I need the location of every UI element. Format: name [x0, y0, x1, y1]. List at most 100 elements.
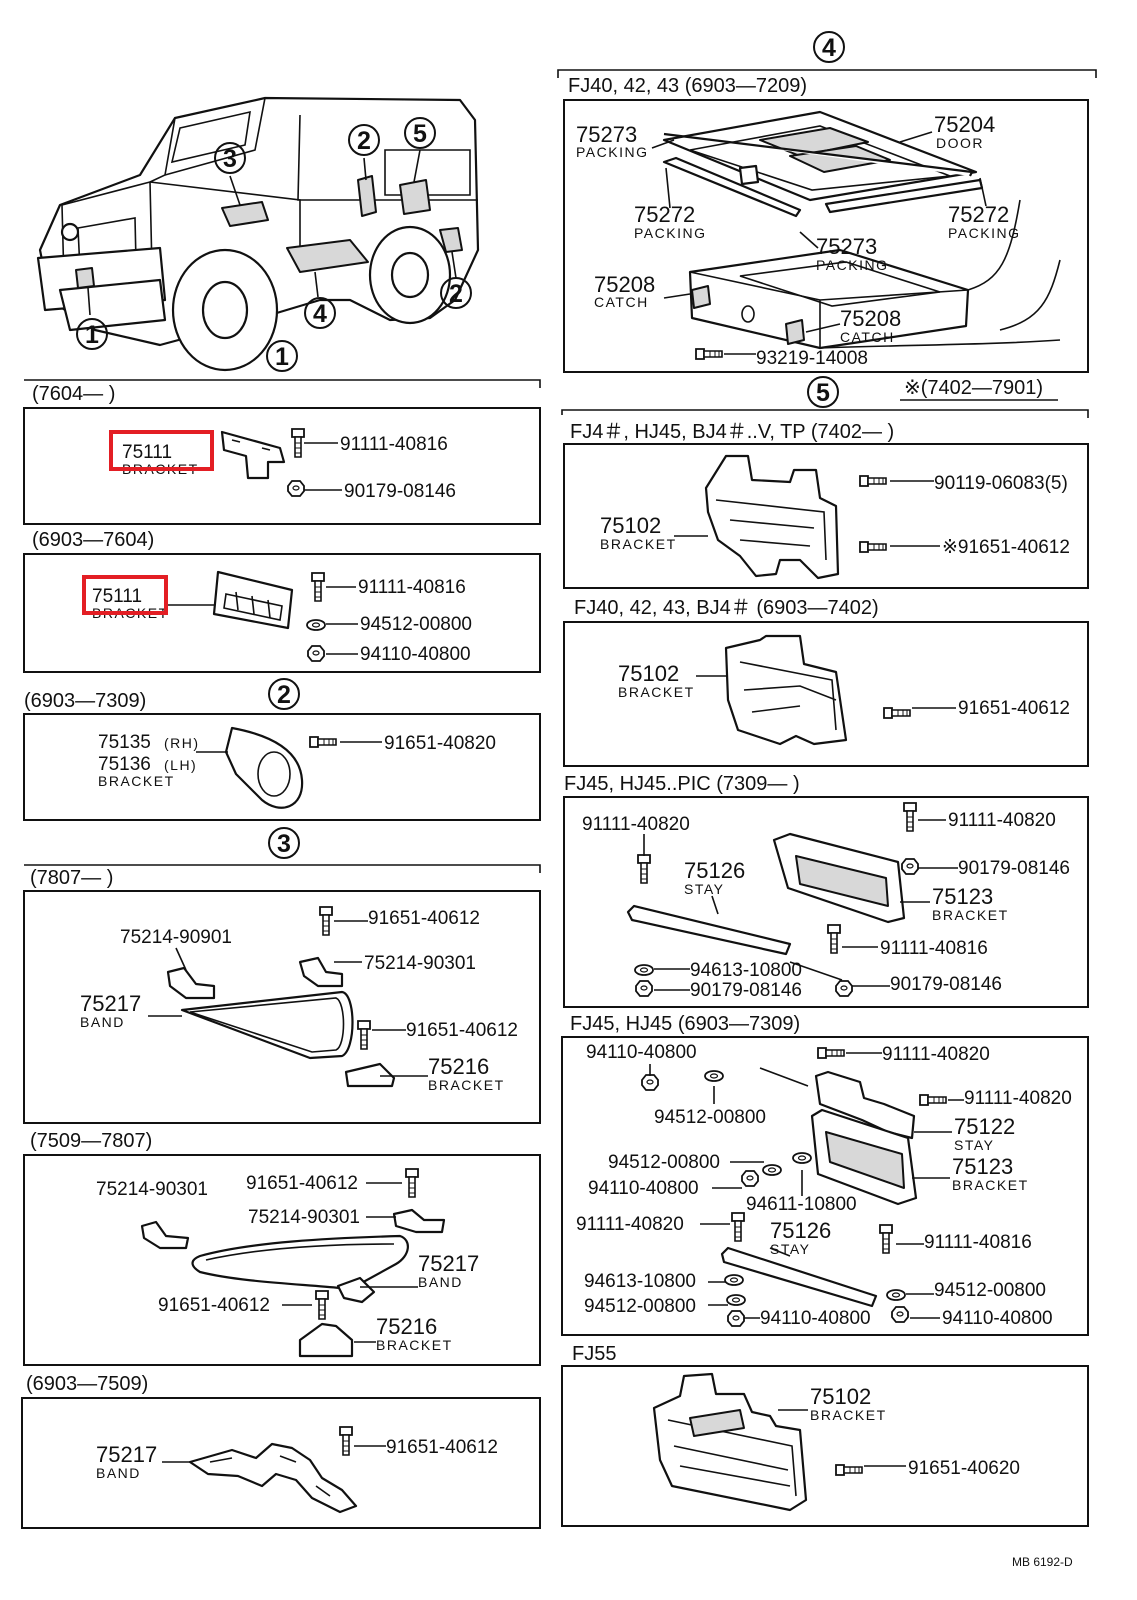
part-number-75122: 75122 — [954, 1114, 1015, 1139]
part-number-75214-90301: 75214-90301 — [364, 953, 476, 974]
part-label-door: DOOR — [936, 135, 984, 151]
part-label-bracket: BRACKET — [600, 536, 677, 552]
svg-text:4: 4 — [313, 300, 327, 328]
section-5e: FJ55 75102 BRACKET 91651-40620 — [572, 1343, 1020, 1512]
part-number-91111-40820-left: 91111-40820 — [576, 1214, 684, 1235]
part-number-75136: 75136 — [98, 754, 151, 775]
part-label-bracket: BRACKET — [98, 773, 175, 789]
part-number-91651-40612-top: 91651-40612 — [246, 1173, 358, 1194]
part-number-91651-40620: 91651-40620 — [908, 1458, 1020, 1479]
part-number-91651-40820: 91651-40820 — [384, 733, 496, 754]
svg-text:4: 4 — [822, 34, 836, 62]
svg-text:5: 5 — [413, 120, 427, 148]
part-number-75214-90901: 75214-90901 — [120, 927, 232, 948]
section-header: FJ4＃, HJ45, BJ4＃..V, TP (7402— ) — [570, 421, 894, 443]
part-number-91111-40816: 91111-40816 — [880, 938, 988, 959]
part-number-90179-08146-left: 90179-08146 — [690, 980, 802, 1001]
part-number-91111-40820-left: 91111-40820 — [582, 814, 690, 835]
part-number-94613-10800: 94613-10800 — [690, 960, 802, 981]
section-1b: (6903—7604) 75111 BRACKET 91111-40816 94… — [32, 529, 472, 665]
part-number-75217: 75217 — [418, 1251, 479, 1276]
part-number-75272-b: 75272 — [948, 202, 1009, 227]
section-mark-2: 2 — [268, 678, 300, 710]
part-label-band: BAND — [96, 1465, 141, 1481]
part-label-stay: STAY — [684, 881, 725, 897]
part-label-catch-a: CATCH — [594, 294, 649, 310]
range-label: (6903—7309) — [24, 690, 146, 712]
part-number-75102: 75102 — [810, 1384, 871, 1409]
part-number-75216: 75216 — [428, 1054, 489, 1079]
section-5a: FJ4＃, HJ45, BJ4＃..V, TP (7402— ) 75102 B… — [570, 421, 1070, 580]
part-number-94110-40800-bottom: 94110-40800 — [760, 1308, 871, 1329]
part-number-94512-00800: 94512-00800 — [360, 614, 472, 635]
part-label-band: BAND — [80, 1014, 125, 1030]
part-number-75102: 75102 — [600, 513, 661, 538]
section-header: FJ40, 42, 43, BJ4＃ (6903—7402) — [574, 597, 879, 619]
section-mark-4: 4 — [813, 31, 845, 63]
part-number-94512-00800-right: 94512-00800 — [934, 1280, 1046, 1301]
part-number-94512-00800-left: 94512-00800 — [608, 1152, 720, 1173]
part-label-stay-b: STAY — [770, 1241, 811, 1257]
part-number-75216: 75216 — [376, 1314, 437, 1339]
part-label-stay-a: STAY — [954, 1137, 995, 1153]
part-number-91111-40816: 91111-40816 — [358, 577, 466, 598]
vehicle-illustration — [36, 96, 480, 372]
svg-text:3: 3 — [223, 145, 237, 173]
vehicle-callout-2-rear: 2 — [440, 277, 472, 309]
range-label: (7604— ) — [32, 383, 115, 405]
part-label-bracket: BRACKET — [952, 1177, 1029, 1193]
section-mark-1: 1 — [266, 340, 298, 372]
vehicle-callout-4: 4 — [304, 297, 336, 329]
drawing-id: MB 6192-D — [1012, 1555, 1073, 1569]
section-2: (6903—7309) 75135 (RH) 75136 (LH) BRACKE… — [24, 690, 496, 809]
section-3c: (6903—7509) 75217 BAND 91651-40612 — [26, 1373, 498, 1514]
part-label-bracket: BRACKET — [932, 907, 1009, 923]
part-number-75214-90301-right: 75214-90301 — [248, 1207, 360, 1228]
section-4: FJ40, 42, 43 (6903—7209) 75273 PACKING 7… — [568, 75, 1061, 369]
svg-text:3: 3 — [277, 830, 291, 858]
part-number-91651-40612-low: 91651-40612 — [406, 1020, 518, 1041]
section-3a: (7807— ) 75214-90901 75214-90301 91651-4… — [30, 867, 518, 1093]
part-number-75217: 75217 — [96, 1442, 157, 1467]
section-1a: (7604— ) 75111 BRACKET 91111-40816 90179… — [32, 383, 456, 502]
section-3b: (7509—7807) 75214-90301 91651-40612 7521… — [30, 1130, 479, 1358]
part-number-94512-00800-bottom: 94512-00800 — [584, 1296, 696, 1317]
part-label-bracket: BRACKET — [428, 1077, 505, 1093]
part-number-75126: 75126 — [684, 858, 745, 883]
section-header: FJ55 — [572, 1343, 616, 1365]
part-number-91651-40612: ※91651-40612 — [942, 537, 1070, 558]
part-label-packing-d: PACKING — [816, 257, 888, 273]
part-number-75208-a: 75208 — [594, 272, 655, 297]
range-label: (6903—7509) — [26, 1373, 148, 1395]
part-number-75214-90301-left: 75214-90301 — [96, 1179, 208, 1200]
part-number-75111: 75111 — [122, 442, 172, 463]
part-number-94512-00800-mid: 94512-00800 — [654, 1107, 766, 1128]
part-number-75123: 75123 — [952, 1154, 1013, 1179]
part-number-91651-40612-low: 91651-40612 — [158, 1295, 270, 1316]
highlight-box — [109, 430, 214, 471]
part-number-91111-40816: 91111-40816 — [340, 434, 448, 455]
part-label-packing-b: PACKING — [634, 225, 706, 241]
section-5-note: ※(7402—7901) — [904, 377, 1043, 399]
part-number-75123: 75123 — [932, 884, 993, 909]
part-number-91651-40612: 91651-40612 — [958, 698, 1070, 719]
part-number-75102: 75102 — [618, 661, 679, 686]
part-number-94110-40800-right: 94110-40800 — [942, 1308, 1053, 1329]
part-number-75217: 75217 — [80, 991, 141, 1016]
part-number-90179-08146: 90179-08146 — [344, 481, 456, 502]
part-number-75204: 75204 — [934, 112, 995, 137]
part-number-94110-40800-mid: 94110-40800 — [588, 1178, 699, 1199]
section-header: FJ45, HJ45..PIC (7309— ) — [564, 773, 800, 795]
part-number-91111-40820-top: 91111-40820 — [882, 1044, 990, 1065]
section-header: FJ45, HJ45 (6903—7309) — [570, 1013, 800, 1035]
part-number-94611-10800: 94611-10800 — [746, 1194, 857, 1215]
part-label-catch-b: CATCH — [840, 329, 895, 345]
part-label-bracket: BRACKET — [618, 684, 695, 700]
svg-text:1: 1 — [275, 343, 289, 371]
svg-text:2: 2 — [277, 681, 291, 709]
part-number-75135: 75135 — [98, 732, 151, 753]
svg-text:2: 2 — [449, 280, 463, 308]
svg-text:2: 2 — [357, 127, 371, 155]
part-number-75272-a: 75272 — [634, 202, 695, 227]
